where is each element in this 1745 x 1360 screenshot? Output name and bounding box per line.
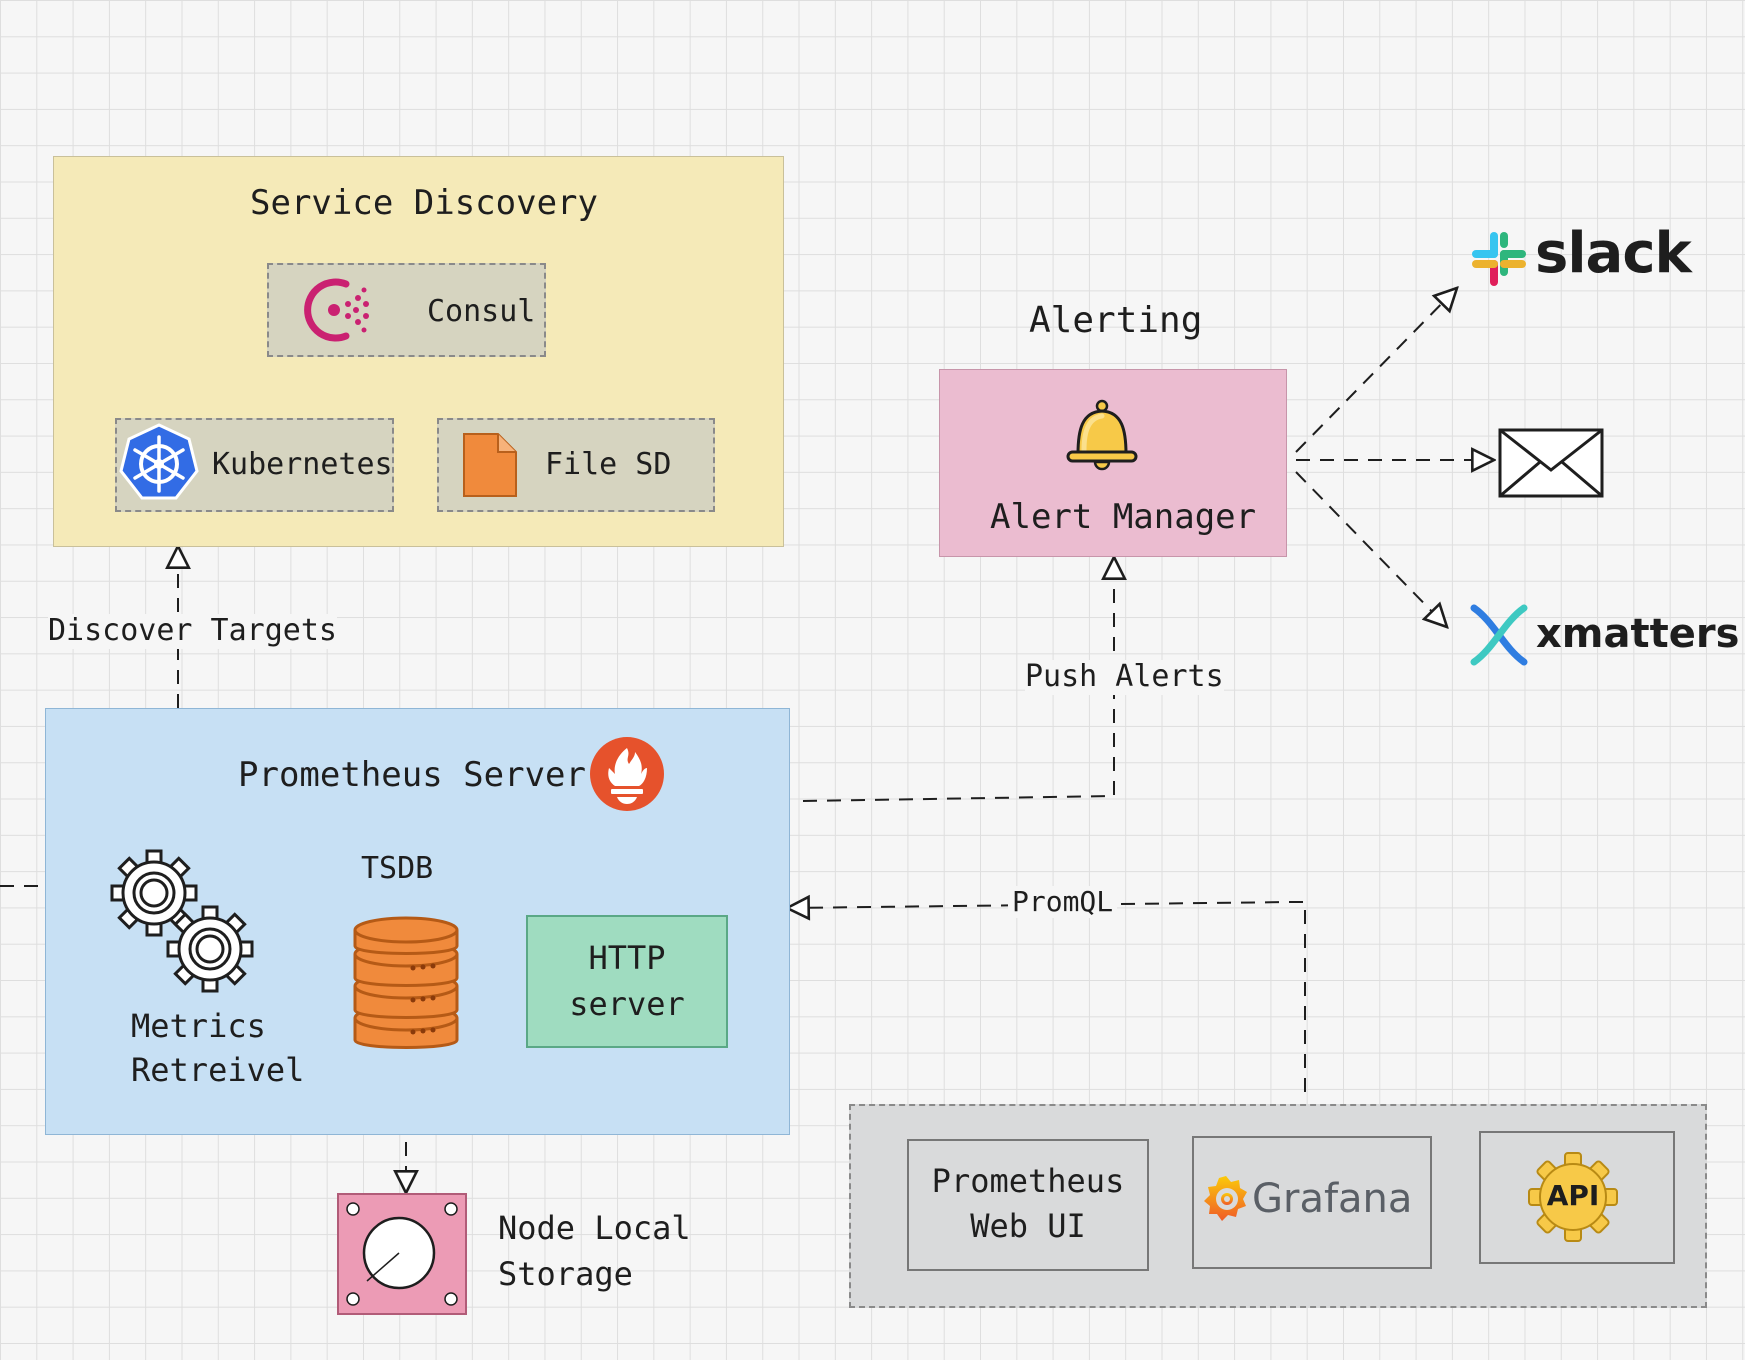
prometheus-icon [590, 737, 664, 811]
http-server-label-line2: server [569, 985, 685, 1023]
consul-label: Consul [427, 294, 536, 329]
storage-disk-icon [337, 1193, 467, 1315]
xmatters-icon [1470, 604, 1528, 666]
xmatters-arrow [1295, 471, 1447, 627]
promql-arrow [787, 902, 1306, 1092]
file-icon [463, 433, 517, 497]
discover-targets-label: Discover Targets [48, 613, 337, 649]
http-server-node[interactable] [526, 915, 728, 1048]
database-icon [353, 916, 459, 1049]
consul-node[interactable] [267, 263, 546, 357]
kubernetes-icon [119, 423, 199, 500]
email-icon [1498, 428, 1604, 498]
api-label: API [1546, 1179, 1600, 1212]
promql-label: PromQL [1008, 885, 1118, 919]
metrics-retrieval-label-line2: Retreivel [131, 1051, 305, 1089]
tsdb-title: TSDB [361, 851, 434, 886]
prometheus-web-ui-node[interactable] [907, 1139, 1149, 1271]
grafana-icon [1204, 1176, 1247, 1221]
api-gear-icon [1528, 1152, 1618, 1242]
prometheus-server-title: Prometheus Server [238, 755, 586, 795]
http-server-label-line1: HTTP [588, 939, 666, 977]
storage-label-line1: Node Local [498, 1209, 691, 1247]
push-alerts-label: Push Alerts [1025, 659, 1224, 695]
alerting-title: Alerting [1029, 300, 1203, 341]
alert-manager-node[interactable] [939, 369, 1287, 557]
alert-manager-label: Alert Manager [990, 497, 1257, 537]
xmatters-label: xmatters [1536, 611, 1740, 657]
prometheus-web-ui-label-line2: Web UI [970, 1207, 1086, 1245]
prometheus-web-ui-label-line1: Prometheus [931, 1162, 1125, 1200]
slack-arrow [1295, 288, 1457, 453]
kubernetes-label: Kubernetes [212, 447, 393, 482]
storage-label-line2: Storage [498, 1255, 633, 1293]
file-sd-label: File SD [545, 447, 672, 482]
slack-icon [1472, 232, 1526, 286]
service-discovery-title: Service Discovery [250, 183, 598, 223]
gears-icon [110, 849, 254, 993]
slack-label: slack [1535, 221, 1692, 286]
consul-icon [304, 278, 369, 342]
bell-icon [1066, 399, 1138, 471]
grafana-label: Grafana [1252, 1176, 1413, 1222]
metrics-retrieval-label-line1: Metrics [131, 1007, 266, 1045]
push-alerts-arrow [802, 557, 1114, 802]
